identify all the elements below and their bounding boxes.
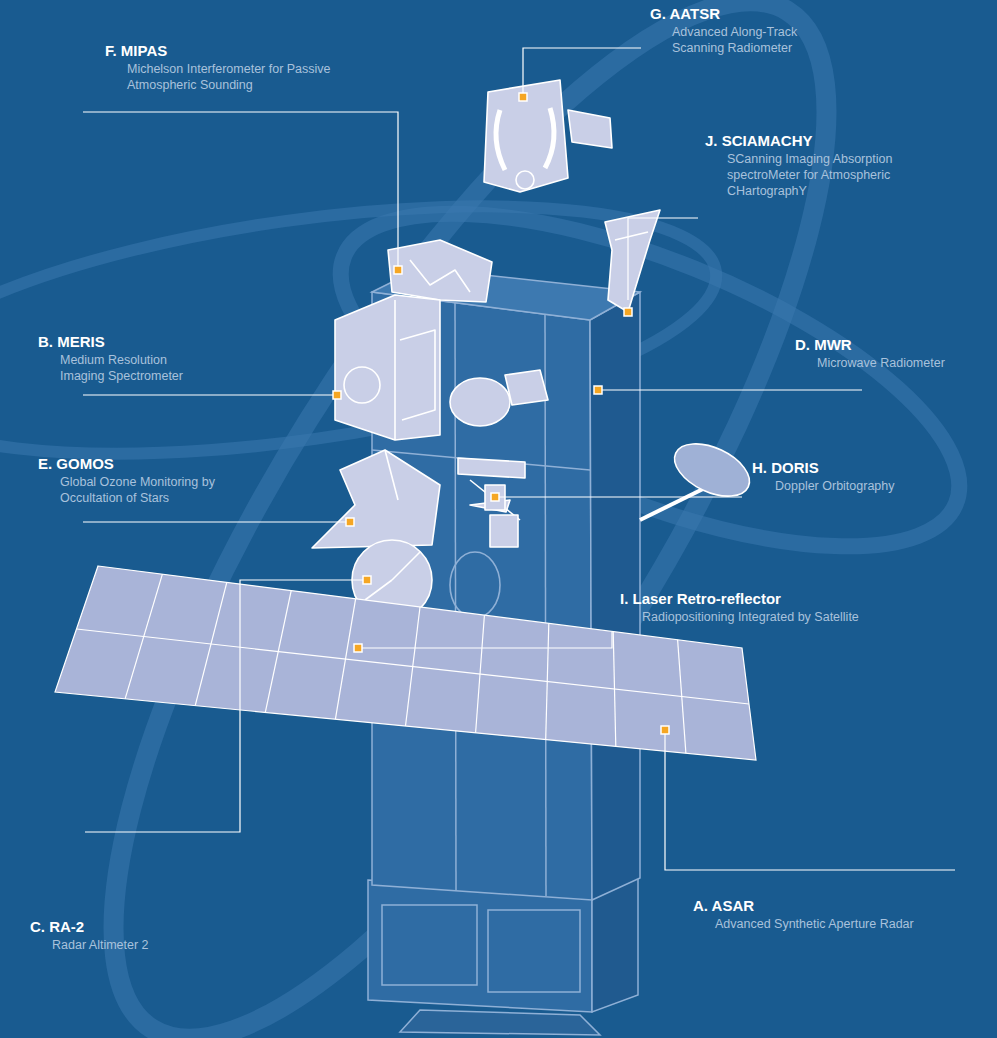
leader-line xyxy=(495,496,742,497)
instrument-description: Radar Altimeter 2 xyxy=(52,937,149,953)
marker xyxy=(354,644,362,652)
meris-detail xyxy=(394,300,396,440)
sciamachy-detail xyxy=(615,232,648,240)
marker xyxy=(594,386,602,394)
instrument-description: Microwave Radiometer xyxy=(817,355,945,371)
launch-cone xyxy=(400,1010,600,1035)
gomos-detail xyxy=(385,450,398,500)
markers xyxy=(333,93,669,734)
sciamachy-instrument xyxy=(605,210,660,312)
leader-line xyxy=(628,218,698,300)
doris-detail xyxy=(470,480,520,520)
marker xyxy=(661,726,669,734)
marker xyxy=(363,576,371,584)
module-panel xyxy=(488,910,580,992)
leader-line xyxy=(83,112,398,270)
boom-dish xyxy=(666,433,757,507)
antenna-outline xyxy=(450,552,500,618)
marker xyxy=(394,266,402,274)
mwr-box xyxy=(505,370,548,405)
ra2-rib xyxy=(392,552,420,580)
instrument-name: F. MIPAS xyxy=(105,42,167,60)
orbit-arc xyxy=(0,0,949,1038)
instrument-name: C. RA-2 xyxy=(30,918,84,936)
instrument-description: SCanning Imaging Absorption spectroMeter… xyxy=(727,151,932,199)
meris-instrument xyxy=(335,295,440,440)
leader-line xyxy=(523,48,641,97)
marker xyxy=(624,308,632,316)
instrument-name: E. GOMOS xyxy=(38,455,114,473)
instrument-name: A. ASAR xyxy=(693,897,754,915)
mipas-instrument xyxy=(388,240,492,302)
leader-line xyxy=(83,394,337,395)
aatsr-bracket xyxy=(568,110,612,148)
marker xyxy=(333,391,341,399)
instrument-description: Doppler Orbitography xyxy=(775,478,895,494)
marker xyxy=(346,518,354,526)
module-panel xyxy=(382,905,477,985)
leader-line xyxy=(83,521,350,522)
module-face xyxy=(368,880,592,1012)
instrument-description: Advanced Along-Track Scanning Radiometer xyxy=(672,24,837,56)
instrument-name: H. DORIS xyxy=(752,459,819,477)
antenna-boom xyxy=(640,488,705,520)
instrument-name: B. MERIS xyxy=(38,333,105,351)
instrument-description: Radiopositioning Integrated by Satellite xyxy=(642,609,859,625)
marker xyxy=(491,493,499,501)
instrument-description: Michelson Interferometer for Passive Atm… xyxy=(127,61,362,93)
instrument-description: Medium Resolution Imaging Spectrometer xyxy=(60,352,205,384)
instrument-name: D. MWR xyxy=(795,336,852,354)
instrument-name: J. SCIAMACHY xyxy=(705,132,813,150)
doris-box xyxy=(490,515,518,547)
instrument-name: G. AATSR xyxy=(650,5,720,23)
leader-line xyxy=(598,389,862,390)
aatsr-mirror xyxy=(545,108,554,168)
meris-detail xyxy=(400,330,435,420)
instrument-description: Global Ozone Monitoring by Occultation o… xyxy=(60,474,245,506)
array-grid-line xyxy=(77,629,750,704)
mipas-detail xyxy=(410,260,470,292)
aatsr-instrument xyxy=(484,80,568,192)
leader-line xyxy=(358,632,612,648)
leader-lines xyxy=(83,48,955,870)
instruments xyxy=(312,80,758,653)
instrument-name: I. Laser Retro-reflector xyxy=(620,590,781,608)
aatsr-mirror xyxy=(496,110,505,170)
leader-line xyxy=(85,580,367,832)
leader-line xyxy=(665,730,955,870)
marker xyxy=(519,93,527,101)
gomos-instrument xyxy=(312,450,440,548)
meris-lens xyxy=(344,367,380,403)
panel-seam xyxy=(545,314,546,896)
doris-panel xyxy=(458,458,525,478)
mwr-dish xyxy=(450,378,510,426)
instrument-description: Advanced Synthetic Aperture Radar xyxy=(715,916,914,932)
aatsr-lens xyxy=(516,171,534,189)
